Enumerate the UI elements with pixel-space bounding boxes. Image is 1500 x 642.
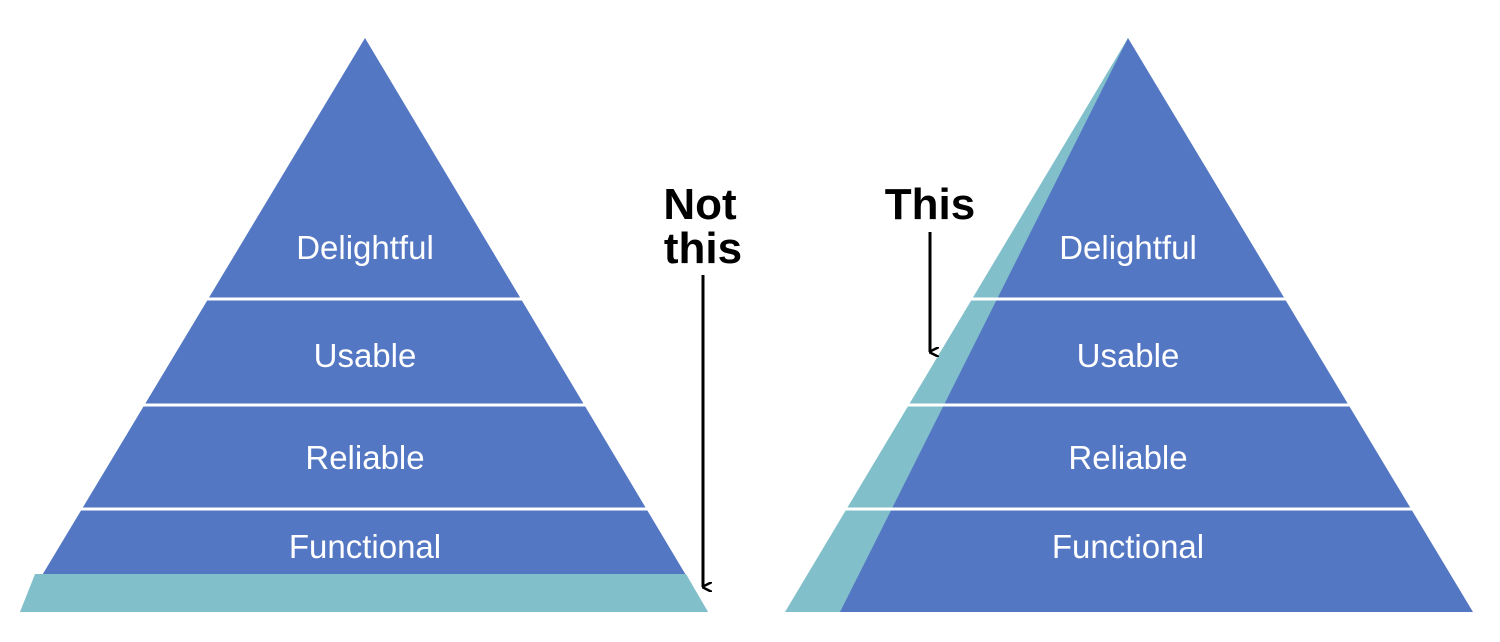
left-level-usable: Usable xyxy=(314,337,417,374)
right-caption: This xyxy=(885,180,975,229)
left-level-delightful: Delightful xyxy=(296,229,434,266)
right-level-functional: Functional xyxy=(1052,528,1204,565)
left-level-functional: Functional xyxy=(289,528,441,565)
left-pyramid: Delightful Usable Reliable Functional xyxy=(20,38,708,612)
right-level-usable: Usable xyxy=(1077,337,1180,374)
right-caption-group: This xyxy=(885,180,975,352)
right-level-reliable: Reliable xyxy=(1068,439,1187,476)
right-pyramid: Delightful Usable Reliable Functional xyxy=(785,38,1473,612)
left-level-reliable: Reliable xyxy=(305,439,424,476)
right-level-delightful: Delightful xyxy=(1059,229,1197,266)
right-pyramid-body xyxy=(840,38,1473,612)
left-caption-line1: Not xyxy=(663,180,737,229)
left-caption-line2: this xyxy=(664,224,742,273)
left-caption-group: Not this xyxy=(663,180,742,587)
left-pyramid-overflow-band xyxy=(20,574,708,612)
left-pyramid-body xyxy=(20,38,708,612)
